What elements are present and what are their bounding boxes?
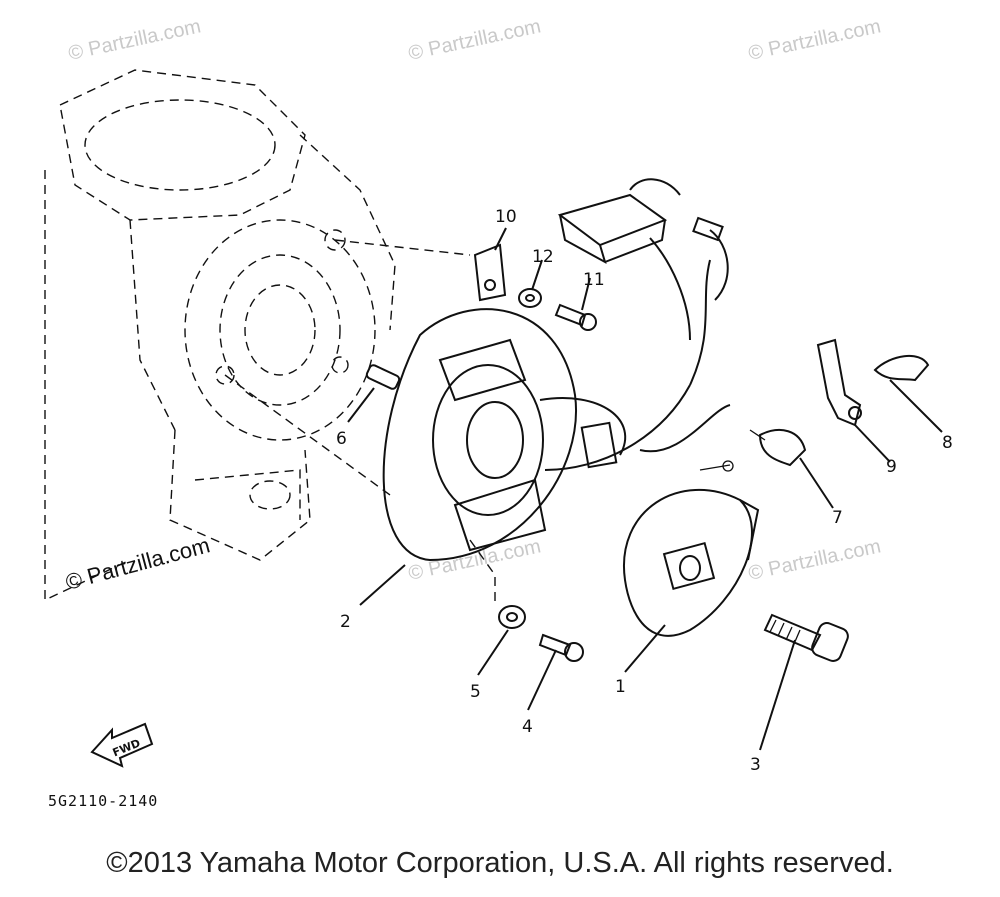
crankcase-outline [44, 69, 496, 605]
bracket-part-9 [816, 338, 862, 427]
callout-8: 8 [942, 433, 953, 453]
copyright-notice: ©2013 Yamaha Motor Corporation, U.S.A. A… [106, 847, 894, 879]
clip-part-7 [749, 429, 807, 467]
watermark: © Partzilla.com [66, 15, 202, 65]
leader-lines [347, 227, 943, 751]
callout-7: 7 [832, 508, 843, 528]
screw-part-11 [554, 303, 597, 331]
watermark: © Partzilla.com [746, 535, 882, 585]
stator-assembly [382, 259, 734, 562]
rotor-flywheel [622, 489, 760, 637]
clamp-part-8 [873, 354, 930, 382]
callout-5: 5 [470, 682, 481, 702]
callout-10: 10 [495, 207, 517, 227]
watermark-left: © Partzilla.com [63, 532, 213, 595]
callout-2: 2 [340, 612, 351, 632]
watermark: © Partzilla.com [406, 15, 542, 65]
callout-1: 1 [615, 677, 626, 697]
bolt-part-4 [538, 633, 584, 662]
bolt-part-3 [763, 613, 849, 662]
watermark: © Partzilla.com [746, 15, 882, 65]
diagram-code: 5G2110-2140 [48, 792, 158, 810]
callout-12: 12 [532, 247, 554, 267]
washer-part-5 [498, 605, 526, 629]
plate-part-10 [473, 243, 507, 302]
callout-3: 3 [750, 755, 761, 775]
callout-labels: 1 2 3 4 5 6 7 8 9 10 11 12 [336, 207, 953, 775]
watermarks: © Partzilla.com © Partzilla.com © Partzi… [63, 15, 883, 594]
fwd-arrow-icon: FWD [90, 722, 154, 768]
wire-connector [557, 178, 729, 341]
callout-9: 9 [886, 457, 897, 477]
callout-6: 6 [336, 429, 347, 449]
washer-part-12 [518, 288, 542, 308]
pin-part-6 [365, 364, 401, 390]
callout-4: 4 [522, 717, 533, 737]
callout-11: 11 [583, 270, 605, 290]
